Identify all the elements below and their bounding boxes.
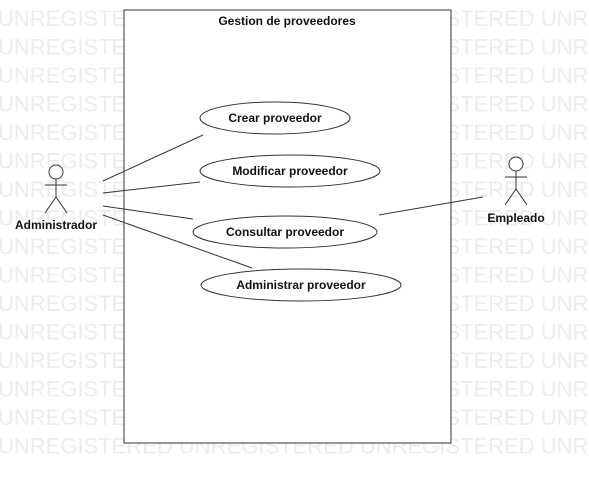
- actor-head: [48, 164, 64, 180]
- use-case-ellipse: [199, 154, 381, 188]
- use-case-modificar-proveedor[interactable]: Modificar proveedor: [199, 154, 381, 188]
- use-case-ellipse: [199, 101, 351, 135]
- actor-right-leg: [55, 196, 68, 214]
- use-case-administrar-proveedor[interactable]: Administrar proveedor: [200, 268, 402, 302]
- use-case-consultar-proveedor[interactable]: Consultar proveedor: [192, 215, 378, 249]
- use-case-crear-proveedor[interactable]: Crear proveedor: [199, 101, 351, 135]
- use-case-label: Administrar proveedor: [236, 278, 366, 292]
- association-admin-consultar: [102, 205, 194, 220]
- actor-head: [508, 156, 524, 172]
- associations: [102, 134, 484, 269]
- association-admin-administrar: [102, 214, 253, 269]
- actor-label-administrador: Administrador: [15, 218, 97, 232]
- actor-right-leg: [515, 188, 528, 206]
- use-case-label: Modificar proveedor: [232, 164, 348, 178]
- actor-label-empleado: Empleado: [487, 211, 544, 225]
- actor-empleado[interactable]: [504, 156, 528, 206]
- use-case-ellipse: [200, 268, 402, 302]
- association-empleado-consultar: [378, 196, 484, 216]
- use-case-label: Crear proveedor: [228, 111, 322, 125]
- actor-left-leg: [44, 196, 57, 214]
- use-case-ellipse: [192, 215, 378, 249]
- actor-left-leg: [504, 188, 517, 206]
- use-case-label: Consultar proveedor: [226, 225, 344, 239]
- association-admin-modificar: [102, 181, 201, 194]
- association-admin-crear: [102, 134, 204, 182]
- actor-administrador[interactable]: [44, 164, 68, 214]
- system-title: Gestion de proveedores: [218, 14, 356, 28]
